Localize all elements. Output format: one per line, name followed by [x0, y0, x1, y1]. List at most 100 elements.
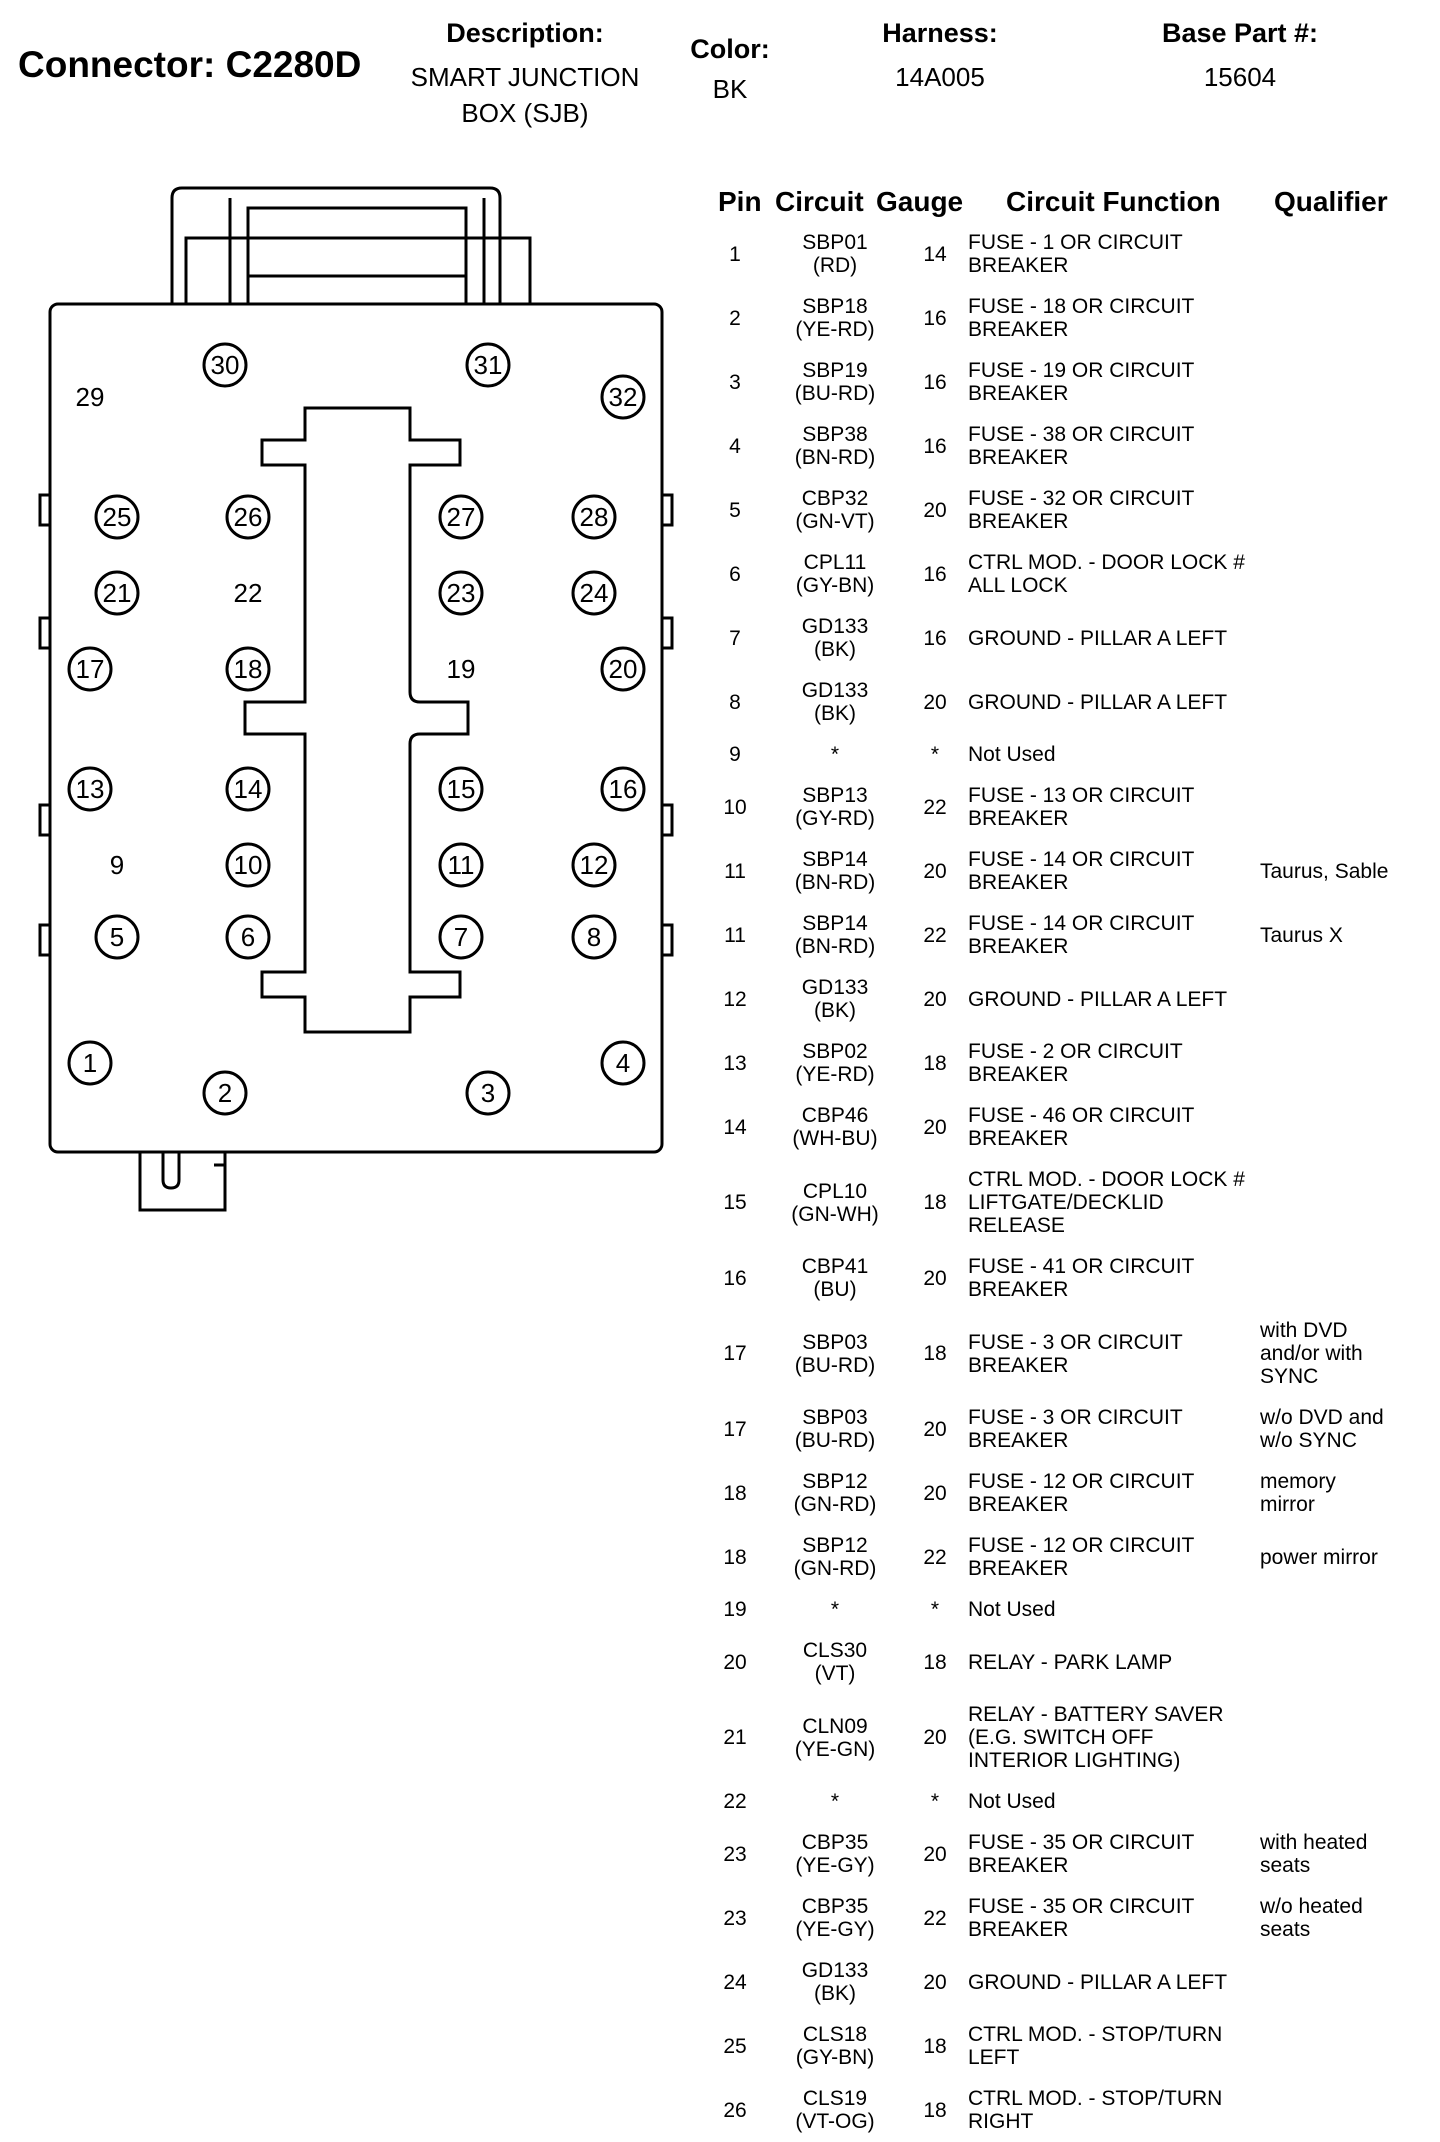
pin-circle	[438, 494, 484, 540]
circuit-cell-line: (BK)	[813, 999, 856, 1022]
pin-circle	[438, 766, 484, 812]
function-cell: GROUND - PILLAR A LEFT	[968, 1950, 1268, 2014]
function-cell-line: FUSE - 12 OR CIRCUIT	[968, 1470, 1195, 1493]
pin-cell: 16	[700, 1246, 770, 1310]
gauge-cell-line: 22	[923, 1906, 947, 1930]
pin-cell-line: 2	[729, 306, 741, 330]
gauge-cell: 22	[885, 903, 985, 967]
pin-cell-line: 18	[723, 1481, 747, 1505]
pin-cell: 20	[700, 1630, 770, 1694]
circuit-cell-line: (RD)	[812, 254, 858, 277]
pin-number: 22	[234, 578, 263, 608]
table-row: 22**Not Used	[700, 1781, 1420, 1822]
gauge-cell: 16	[885, 286, 985, 350]
connector-pin: 23	[438, 570, 484, 616]
qualifier-cell-line: Taurus, Sable	[1260, 859, 1389, 883]
color-label: Color:	[690, 34, 770, 64]
function-cell-line: GROUND - PILLAR A LEFT	[968, 626, 1228, 650]
circuit-cell: *	[775, 1781, 895, 1822]
gauge-cell-line: 20	[923, 1115, 947, 1139]
qualifier-cell	[1260, 967, 1420, 1031]
gauge-cell-line: 20	[923, 1481, 947, 1505]
connector-pin: 14	[225, 766, 271, 812]
pin-cell-line: 5	[729, 498, 741, 522]
qualifier-cell-line: and/or with	[1260, 1342, 1363, 1365]
circuit-cell-line: CLS30	[802, 1639, 868, 1662]
pin-circle	[67, 766, 113, 812]
pin-cell: 14	[700, 1095, 770, 1159]
pin-cell: 23	[700, 1822, 770, 1886]
circuit-cell: SBP03(BU-RD)	[775, 1397, 895, 1461]
gauge-cell-line: 20	[923, 1842, 947, 1866]
gauge-cell: 20	[885, 478, 985, 542]
header-pin: Pin	[718, 186, 762, 217]
pin-number: 24	[580, 578, 609, 608]
qualifier-cell	[1260, 775, 1420, 839]
gauge-cell: 14	[885, 222, 985, 286]
circuit-cell-line: GD133	[801, 1959, 869, 1982]
connector-pin: 16	[600, 766, 646, 812]
circuit-cell-line: (BU-RD)	[794, 1429, 876, 1452]
gauge-cell: 20	[885, 1822, 985, 1886]
pin-number: 1	[83, 1048, 97, 1078]
qualifier-cell-line: mirror	[1260, 1493, 1315, 1516]
pin-cell: 15	[700, 1159, 770, 1246]
pin-cell-line: 20	[723, 1650, 747, 1674]
pin-cell: 18	[700, 1525, 770, 1589]
function-cell-line: BREAKER	[968, 1918, 1069, 1941]
circuit-cell-line: (VT-OG)	[795, 2110, 875, 2133]
connector-pin: 4	[600, 1040, 646, 1086]
circuit-cell-line: *	[830, 1598, 840, 1621]
pin-number: 8	[587, 922, 601, 952]
pin-circle	[438, 842, 484, 888]
gauge-cell: *	[885, 1589, 985, 1630]
pin-cell: 17	[700, 1310, 770, 1397]
function-cell-line: BREAKER	[968, 1429, 1069, 1452]
qualifier-cell-line: seats	[1260, 1918, 1311, 1941]
pin-cell: 8	[700, 670, 770, 734]
circuit-cell: SBP38(BN-RD)	[775, 414, 895, 478]
qualifier-cell-line: w/o SYNC	[1260, 1429, 1357, 1452]
pin-number: 30	[211, 350, 240, 380]
pin-cell: 24	[700, 1950, 770, 2014]
connector-pin: 29	[76, 382, 105, 412]
pin-cell: 5	[700, 478, 770, 542]
circuit-cell: *	[775, 734, 895, 775]
function-cell-line: BREAKER	[968, 1353, 1069, 1377]
table-row: 19**Not Used	[700, 1589, 1420, 1630]
connector-pin: 26	[225, 494, 271, 540]
function-cell-line: BREAKER	[968, 1493, 1069, 1516]
qualifier-cell	[1260, 542, 1420, 606]
gauge-cell-line: 20	[923, 859, 947, 883]
gauge-cell-line: 22	[923, 1545, 947, 1569]
qualifier-cell-line: with DVD	[1260, 1319, 1348, 1342]
pin-cell-line: 21	[723, 1726, 747, 1749]
circuit-cell-line: (YE-GY)	[795, 1854, 875, 1877]
pin-number: 7	[454, 922, 468, 952]
gauge-cell: 16	[885, 350, 985, 414]
circuit-cell-line: (BU-RD)	[794, 382, 876, 405]
circuit-cell-line: (YE-RD)	[795, 318, 875, 341]
pin-cell: 3	[700, 350, 770, 414]
pin-cell: 25	[700, 2014, 770, 2078]
qualifier-cell-line: with heated	[1260, 1831, 1368, 1854]
circuit-cell: CPL11(GY-BN)	[775, 542, 895, 606]
bottom-latch	[138, 1152, 227, 1212]
function-cell: Not Used	[968, 1589, 1268, 1630]
qualifier-cell	[1260, 1589, 1420, 1630]
base-part-block: Base Part #: 15604	[1140, 18, 1340, 95]
connector-pin: 22	[234, 578, 263, 608]
pin-cell: 17	[700, 1397, 770, 1461]
circuit-cell: SBP13(GY-RD)	[775, 775, 895, 839]
